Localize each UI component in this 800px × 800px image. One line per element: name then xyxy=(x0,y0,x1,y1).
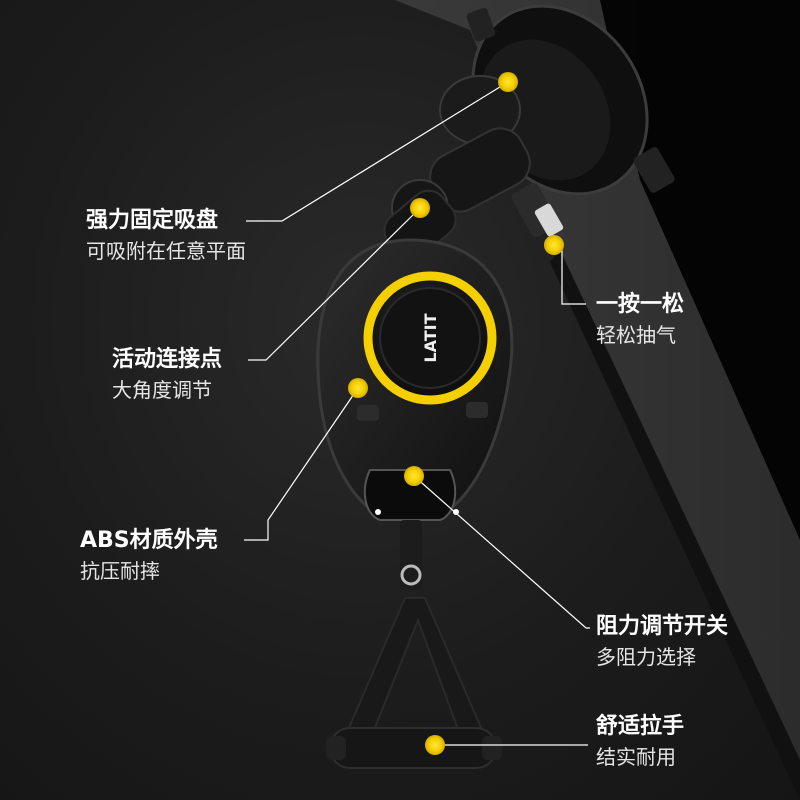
leader-line-release xyxy=(561,245,586,305)
leader-line-suction xyxy=(246,81,509,222)
callout-suction: 强力固定吸盘 可吸附在任意平面 xyxy=(86,206,246,266)
leader-line-shell xyxy=(244,387,359,541)
callout-release-title: 一按一松 xyxy=(596,292,685,317)
dot-shell xyxy=(348,378,368,398)
callout-joint-subtitle: 大角度调节 xyxy=(112,378,212,402)
callout-resistance-subtitle: 多阻力选择 xyxy=(596,645,696,669)
dot-joint xyxy=(410,198,430,218)
callout-release-subtitle: 轻松抽气 xyxy=(596,323,676,347)
leader-line-joint xyxy=(248,207,421,361)
callout-shell-title: ABS材质外壳 xyxy=(80,528,218,553)
dot-resistance xyxy=(404,466,424,486)
callout-handle-subtitle: 结实耐用 xyxy=(596,745,676,769)
callout-resistance-title: 阻力调节开关 xyxy=(596,614,729,639)
handle xyxy=(326,727,502,769)
joint-arm xyxy=(383,75,531,261)
callout-shell-subtitle: 抗压耐摔 xyxy=(80,559,160,583)
wall-panel-inner xyxy=(600,0,800,540)
dot-release xyxy=(544,235,564,255)
dot-suction xyxy=(498,72,518,92)
callout-suction-title: 强力固定吸盘 xyxy=(86,208,219,233)
release-pin xyxy=(511,183,564,237)
brand-logo: LATIT xyxy=(421,313,440,362)
callout-handle: 舒适拉手 结实耐用 xyxy=(596,712,684,772)
callout-joint: 活动连接点 大角度调节 xyxy=(112,345,222,405)
callout-handle-title: 舒适拉手 xyxy=(596,714,685,739)
callout-resistance: 阻力调节开关 多阻力选择 xyxy=(596,612,728,672)
indicator-dots xyxy=(348,72,564,755)
dot-handle xyxy=(425,735,445,755)
leader-lines xyxy=(244,81,590,746)
callout-shell: ABS材质外壳 抗压耐摔 xyxy=(80,526,218,586)
callout-joint-title: 活动连接点 xyxy=(112,347,223,372)
wall-panel-edge xyxy=(550,250,800,800)
callout-suction-subtitle: 可吸附在任意平面 xyxy=(86,239,246,263)
callout-release: 一按一松 轻松抽气 xyxy=(596,290,684,350)
strap xyxy=(346,520,484,737)
leader-line-resistance xyxy=(413,475,590,629)
